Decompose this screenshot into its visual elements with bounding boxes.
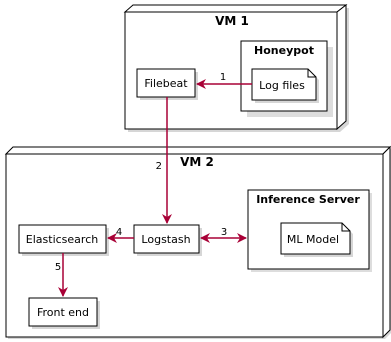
edge-1-label: 1 xyxy=(220,72,226,83)
vm2-title: VM 2 xyxy=(180,155,214,169)
logstash-label: Logstash xyxy=(141,233,190,246)
logstash-component: Logstash xyxy=(133,224,202,256)
elasticsearch-component: Elasticsearch xyxy=(18,224,109,256)
edge-2: 2 xyxy=(156,97,172,224)
edge-2-label: 2 xyxy=(156,161,162,172)
vm1-title: VM 1 xyxy=(215,14,249,28)
log-files-label: Log files xyxy=(259,79,305,92)
edge-4: 4 xyxy=(107,227,134,243)
edge-5-label: 5 xyxy=(55,262,61,273)
filebeat-label: Filebeat xyxy=(144,77,188,90)
ml-model-label: ML Model xyxy=(287,233,339,246)
front-end-label: Front end xyxy=(37,306,89,319)
edge-3: 3 xyxy=(200,227,247,243)
log-files-artifact: Log files xyxy=(251,68,319,103)
edge-1: 1 xyxy=(196,72,252,89)
honeypot-title: Honeypot xyxy=(254,44,314,57)
edge-3-label: 3 xyxy=(221,227,227,238)
filebeat-component: Filebeat xyxy=(136,68,198,100)
elasticsearch-label: Elasticsearch xyxy=(26,233,98,246)
edge-4-label: 4 xyxy=(116,227,122,238)
edge-5: 5 xyxy=(55,253,68,297)
inference-server-title: Inference Server xyxy=(256,193,360,206)
ml-model-artifact: ML Model xyxy=(280,222,353,257)
front-end-component: Front end xyxy=(28,297,100,329)
